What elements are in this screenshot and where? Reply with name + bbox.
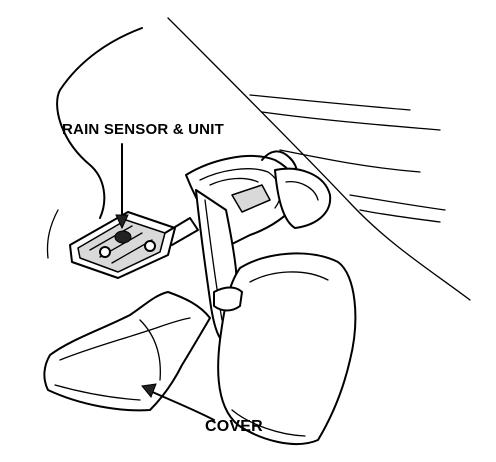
windshield-line-1 (249, 94, 411, 111)
cover-leader (147, 389, 215, 421)
rain-sensor-arrowhead (115, 214, 129, 230)
windshield-line-4 (349, 194, 446, 211)
windshield-line-3 (279, 149, 421, 173)
windshield-edge (167, 17, 471, 301)
headliner-outline (56, 27, 143, 219)
rear-view-mirror (213, 252, 357, 446)
headliner-inner (46, 209, 59, 259)
cover-arrowhead (141, 383, 157, 398)
cover-label: COVER (205, 418, 263, 435)
cover-part (43, 291, 211, 412)
windshield-line-2 (261, 111, 441, 131)
rain-sensor-unit (69, 211, 199, 279)
rain-sensor-label: RAIN SENSOR & UNIT (62, 121, 224, 138)
windshield-line-5 (359, 209, 441, 223)
